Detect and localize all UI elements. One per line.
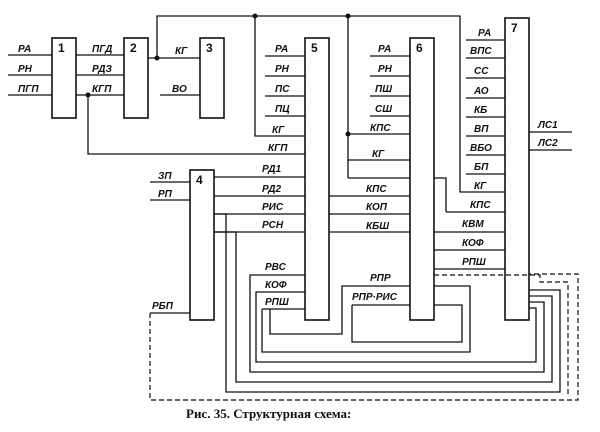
b7-in-ao: АО bbox=[473, 86, 489, 97]
block-6-label: 6 bbox=[416, 41, 423, 55]
b5-in-rvs: РВС bbox=[265, 262, 287, 273]
b6-in-rpr: РПР bbox=[370, 273, 391, 284]
b5-in-kof: КОФ bbox=[265, 280, 287, 291]
b5-in-rsn: РСН bbox=[262, 220, 284, 231]
b3-in-vo: ВО bbox=[172, 84, 187, 95]
b5-in-rd2: РД2 bbox=[262, 184, 282, 195]
b5-in-ris: РИС bbox=[262, 202, 284, 213]
block-2 bbox=[123, 37, 149, 119]
b3-in-kg: КГ bbox=[175, 46, 188, 57]
b5-in-rn: РН bbox=[275, 64, 290, 75]
block-7 bbox=[504, 17, 530, 321]
block-6 bbox=[409, 37, 435, 321]
b6-in-ra: РА bbox=[378, 44, 391, 55]
block-7-outputs: ЛС1 ЛС2 bbox=[529, 120, 572, 151]
b7-in-vp: ВП bbox=[474, 124, 489, 135]
b5-in-pc: ПЦ bbox=[275, 104, 290, 115]
b1-in-rn: РН bbox=[18, 64, 33, 75]
b7-in-vbo: ВБО bbox=[470, 143, 492, 154]
b1-in-ra: РА bbox=[18, 44, 31, 55]
b6-in-kps-top: КПС bbox=[370, 123, 391, 134]
block-3 bbox=[199, 37, 225, 119]
block-7-label: 7 bbox=[511, 21, 518, 35]
block-5-label: 5 bbox=[311, 41, 318, 55]
b6-in-ssh: СШ bbox=[375, 104, 392, 115]
b5-in-kg: КГ bbox=[272, 125, 285, 136]
block-1-inputs: РА РН ПГП bbox=[8, 44, 52, 96]
block-6-inputs: РА РН ПШ СШ КПС КГ КПС КОП КБШ РПР РПР·Р… bbox=[329, 44, 410, 306]
b6-in-kps: КПС bbox=[366, 184, 387, 195]
block-4-label: 4 bbox=[196, 173, 203, 187]
b2-in-kgp: КГП bbox=[92, 84, 112, 95]
block-2-label: 2 bbox=[130, 41, 137, 55]
b7-in-kb: КБ bbox=[474, 105, 487, 116]
b4-in-rp: РП bbox=[158, 189, 173, 200]
block-4 bbox=[189, 169, 215, 321]
b6-in-psh: ПШ bbox=[375, 84, 392, 95]
b7-out-ls1: ЛС1 bbox=[537, 120, 558, 131]
b4-in-zp: ЗП bbox=[158, 171, 172, 182]
b2-in-rdz: РДЗ bbox=[92, 64, 113, 75]
b7-in-vps: ВПС bbox=[470, 46, 492, 57]
b6-in-kbsh: КБШ bbox=[366, 221, 389, 232]
feedback-loops bbox=[149, 213, 579, 401]
b5-in-ps: ПС bbox=[275, 84, 290, 95]
b5-in-kgp: КГП bbox=[268, 143, 288, 154]
block-3-label: 3 bbox=[206, 41, 213, 55]
b2-in-pgd: ПГД bbox=[92, 44, 112, 55]
block-7-inputs: РА ВПС СС АО КБ ВП ВБО БП КГ КПС КВМ КОФ… bbox=[434, 28, 505, 270]
block-5-inputs: РА РН ПС ПЦ КГ КГП РД1 РД2 РИС РСН РВС К… bbox=[262, 44, 305, 310]
b7-in-ra: РА bbox=[478, 28, 491, 39]
b6-in-kop: КОП bbox=[366, 202, 388, 213]
b7-in-kof: КОФ bbox=[462, 238, 484, 249]
block-1-label: 1 bbox=[58, 41, 65, 55]
block-2-inputs: ПГД РДЗ КГП bbox=[76, 44, 305, 155]
b7-in-kvm: КВМ bbox=[462, 219, 484, 230]
block-1 bbox=[51, 37, 77, 119]
b6-in-rn: РН bbox=[378, 64, 393, 75]
b5-in-rd1: РД1 bbox=[262, 164, 282, 175]
b6-in-rpr-ris: РПР·РИС bbox=[352, 292, 398, 303]
b4-out-rbp: РБП bbox=[152, 301, 174, 312]
b1-in-pgp: ПГП bbox=[18, 84, 39, 95]
block-4-io: ЗП РП РБП bbox=[150, 171, 305, 314]
b7-in-kps: КПС bbox=[470, 200, 491, 211]
b5-in-ra: РА bbox=[275, 44, 288, 55]
b7-out-ls2: ЛС2 bbox=[537, 138, 558, 149]
block-5 bbox=[304, 37, 330, 321]
figure-caption: Рис. 35. Структурная схема: bbox=[186, 406, 351, 421]
b5-in-rpsh: РПШ bbox=[265, 297, 289, 308]
block-3-inputs: КГ ВО bbox=[148, 46, 200, 96]
b6-in-kg: КГ bbox=[372, 149, 385, 160]
b7-in-rpsh: РПШ bbox=[462, 257, 486, 268]
b7-in-kg: КГ bbox=[474, 181, 487, 192]
b7-in-bp: БП bbox=[474, 162, 489, 173]
b7-in-ss: СС bbox=[474, 66, 489, 77]
